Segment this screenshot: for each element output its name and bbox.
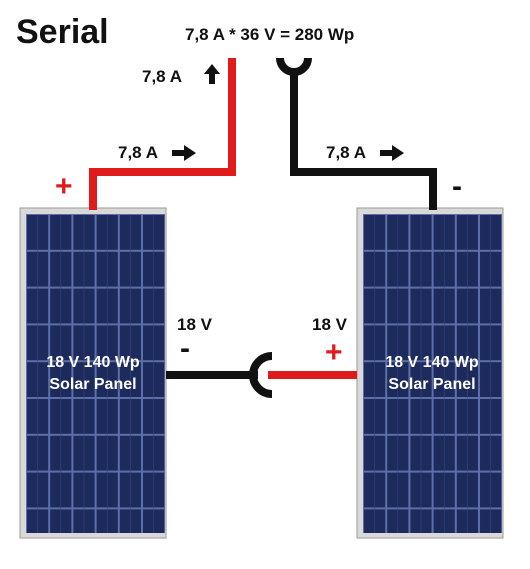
arrow-up-icon [204,64,220,84]
solar-panel-right: 18 V 140 Wp Solar Panel [356,207,504,539]
wire-positive-top [89,58,236,210]
arrow-right-icon [172,145,196,161]
power-equation: 7,8 A * 36 V = 280 Wp [185,25,354,44]
current-label-top-right: 7,8 A [326,143,366,162]
diagram-title: Serial [16,13,109,51]
panel-left-label: Solar Panel [49,376,136,393]
terminal-sign-middle-right: + [325,336,343,369]
connector-hook-middle [249,352,273,398]
current-label-top-left: 7,8 A [118,143,158,162]
voltage-label-right: 18 V [312,315,348,334]
wire-negative-top [276,57,437,210]
solar-panel-left: 18 V 140 Wp Solar Panel [19,207,167,539]
arrow-right-icon [380,145,404,161]
panel-left-rating: 18 V 140 Wp [46,354,140,371]
voltage-label-left: 18 V [177,315,213,334]
terminal-sign-right-top: - [452,170,462,203]
panel-right-label: Solar Panel [388,376,475,393]
terminal-sign-middle-left: - [180,332,190,365]
terminal-sign-left-top: + [55,170,73,203]
current-label-vertical: 7,8 A [142,67,182,86]
panel-right-rating: 18 V 140 Wp [385,354,479,371]
